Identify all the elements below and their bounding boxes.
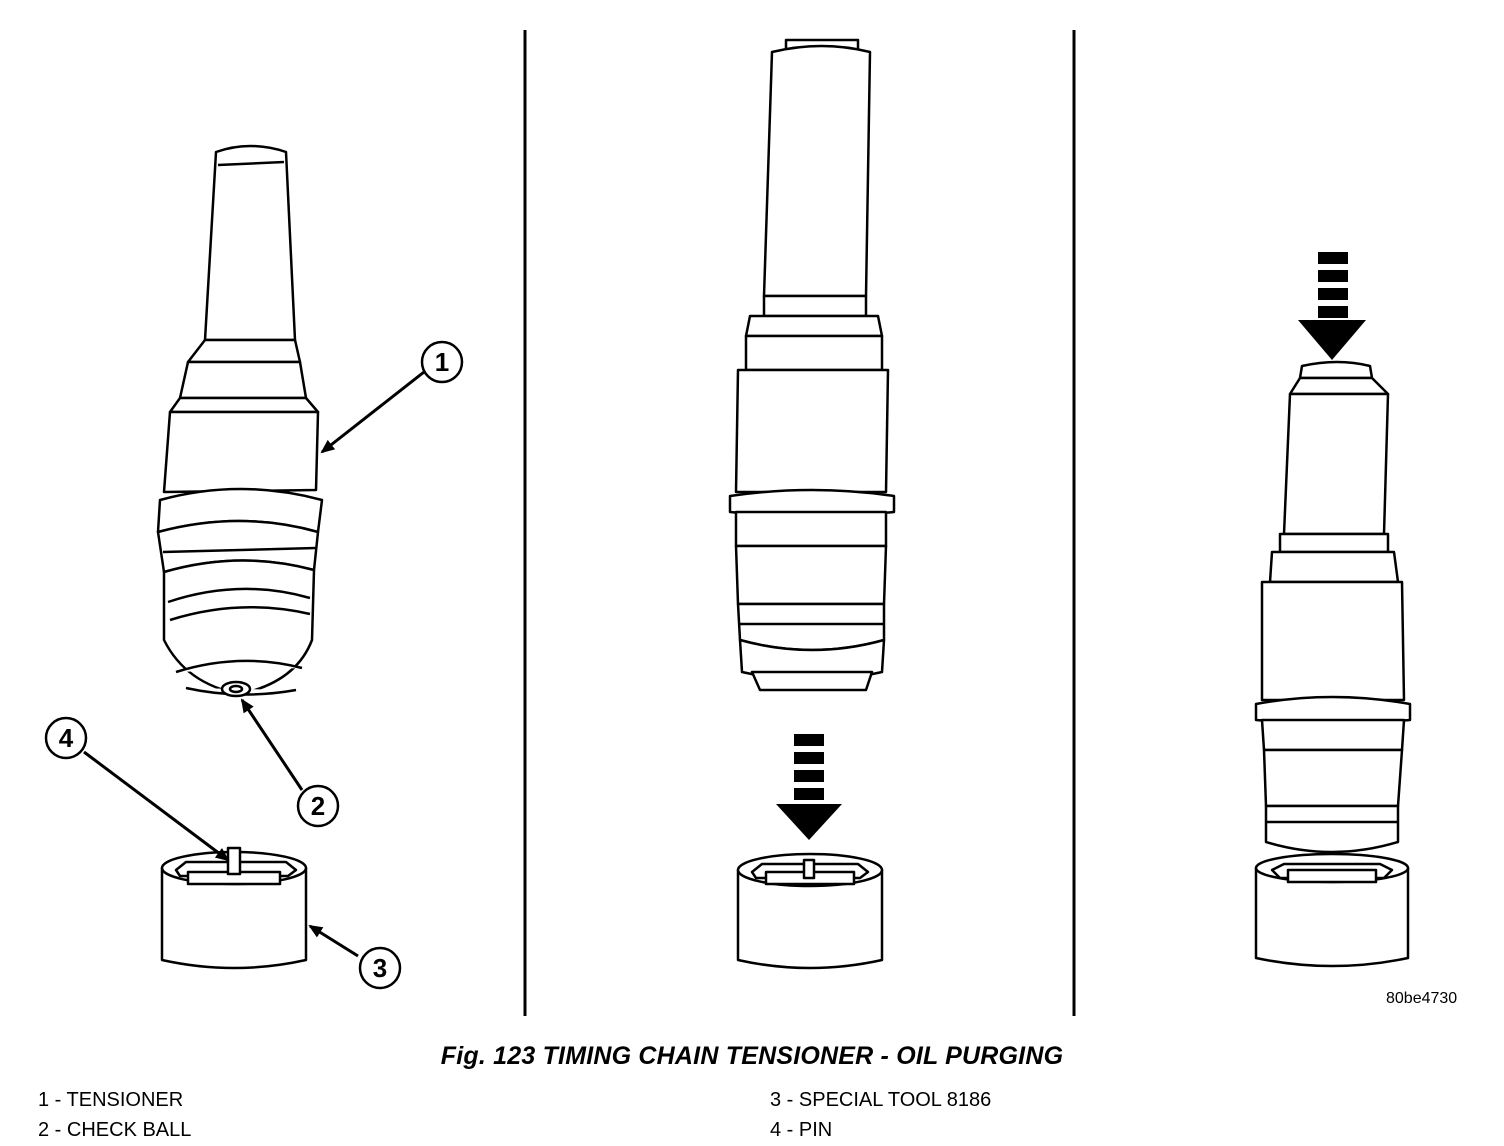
down-arrow-icon	[776, 734, 842, 840]
callout-3: 3	[358, 946, 402, 990]
legend-left: 1 - TENSIONER 2 - CHECK BALL	[38, 1085, 191, 1145]
figure-reference-code: 80be4730	[1386, 990, 1458, 1007]
legend-right: 3 - SPECIAL TOOL 8186 4 - PIN	[770, 1085, 991, 1145]
legend-item-tensioner: 1 - TENSIONER	[38, 1089, 184, 1111]
legend-item-check-ball: 2 - CHECK BALL	[38, 1119, 192, 1141]
tensioner-right	[1254, 360, 1412, 854]
callout-1: 1	[420, 340, 464, 384]
special-tool-right	[1254, 852, 1410, 968]
legend-item-special-tool: 3 - SPECIAL TOOL 8186	[770, 1089, 992, 1111]
down-arrow-icon	[1298, 252, 1366, 360]
callout-4: 4	[44, 716, 88, 760]
legend-item-pin: 4 - PIN	[770, 1119, 833, 1141]
leader-line-3	[308, 924, 359, 958]
special-tool-center	[736, 852, 884, 970]
callout-2: 2	[296, 784, 340, 828]
svg-text:1: 1	[435, 347, 449, 377]
leader-line-4	[83, 750, 230, 862]
svg-text:4: 4	[59, 723, 74, 753]
tensioner-diagram: 1 2 3 4	[44, 30, 1412, 1016]
svg-text:3: 3	[373, 953, 387, 983]
leader-line-1	[320, 370, 425, 454]
special-tool-left	[160, 846, 308, 970]
tensioner-center	[728, 38, 896, 692]
tensioner-left	[156, 144, 324, 698]
svg-text:2: 2	[311, 791, 325, 821]
leader-line-2	[240, 698, 304, 791]
figure-caption: Fig. 123 TIMING CHAIN TENSIONER - OIL PU…	[440, 1042, 1064, 1070]
